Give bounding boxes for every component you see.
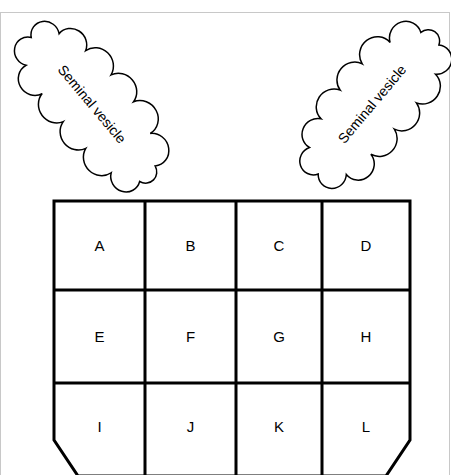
grid-outline xyxy=(54,201,410,475)
zone-cell: B xyxy=(147,203,234,288)
text-holder: I xyxy=(97,418,101,435)
zone-cell: E xyxy=(56,292,143,381)
text-holder: C xyxy=(274,237,285,254)
frame-border xyxy=(1,13,450,475)
text-holder: J xyxy=(187,418,195,435)
cloud-shape xyxy=(275,1,451,207)
zone-letter: C xyxy=(274,237,285,254)
grid-line xyxy=(321,201,324,475)
seminal-vesicle: Seminal vesicle xyxy=(0,2,186,205)
cloud-shape xyxy=(0,0,190,209)
text-holder: L xyxy=(362,418,370,435)
zone-letter: J xyxy=(187,418,195,435)
text-holder: K xyxy=(274,418,284,435)
zone-letter: I xyxy=(97,418,101,435)
zone-cell: K xyxy=(238,385,320,468)
zone-letter: K xyxy=(274,418,284,435)
zone-cell: I xyxy=(56,385,143,468)
text-holder: E xyxy=(94,328,104,345)
zone-letter: G xyxy=(273,328,285,345)
zone-cell: F xyxy=(147,292,234,381)
zone-cell: L xyxy=(324,385,408,468)
zone-cell: H xyxy=(324,292,408,381)
text-holder: A xyxy=(94,237,104,254)
zone-cell: G xyxy=(238,292,320,381)
zone-cell: J xyxy=(147,385,234,468)
text-holder: B xyxy=(185,237,195,254)
zone-letter: A xyxy=(94,237,104,254)
grid-line xyxy=(235,201,238,475)
zone-letter: H xyxy=(361,328,372,345)
zone-letter: L xyxy=(362,418,370,435)
text-holder: H xyxy=(361,328,372,345)
text-holder: F xyxy=(186,328,195,345)
zone-letter: E xyxy=(94,328,104,345)
seminal-vesicle: Seminal vesicle xyxy=(279,4,451,204)
zone-cell: A xyxy=(56,203,143,288)
zone-letter: D xyxy=(361,237,372,254)
grid-line xyxy=(144,201,147,475)
grid-line xyxy=(54,289,410,292)
text-holder: D xyxy=(361,237,372,254)
zone-letter: B xyxy=(185,237,195,254)
zone-cell: D xyxy=(324,203,408,288)
text-holder: G xyxy=(273,328,285,345)
zone-letter: F xyxy=(186,328,195,345)
zone-cell: C xyxy=(238,203,320,288)
grid-line xyxy=(54,382,410,385)
